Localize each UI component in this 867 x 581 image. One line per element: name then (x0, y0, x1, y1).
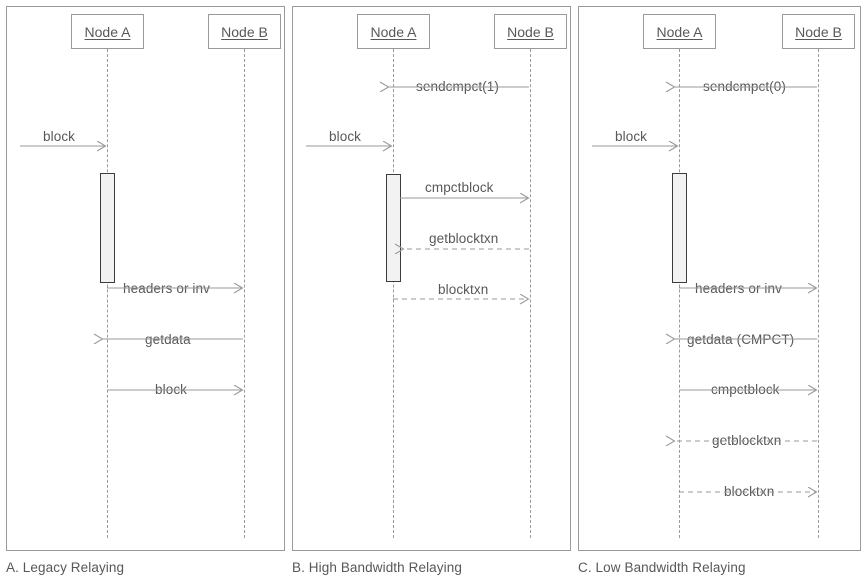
message-label-sendcmpct: sendcmpct(1) (416, 79, 499, 94)
message-label-getblocktxn: getblocktxn (429, 231, 499, 246)
lifeline-node-b (530, 49, 531, 538)
node-label-a: Node A (656, 23, 703, 40)
lifeline-node-a (393, 49, 394, 538)
node-label-a: Node A (84, 23, 131, 40)
lifeline-node-a (679, 49, 680, 538)
panel-legacy-relaying: Node A Node B block headers or inv getda… (6, 6, 285, 551)
node-label-b: Node B (507, 23, 554, 40)
caption-panel-c: C. Low Bandwidth Relaying (578, 560, 746, 575)
node-box-a: Node A (357, 14, 430, 49)
message-label-getblocktxn: getblocktxn (712, 433, 782, 448)
message-label-headers-or-inv: headers or inv (695, 281, 782, 296)
message-label-getdata: getdata (145, 332, 191, 347)
message-label-block-in: block (615, 129, 648, 144)
message-label-headers-or-inv: headers or inv (123, 281, 210, 296)
lifeline-node-b (244, 49, 245, 538)
message-label-block-in: block (43, 129, 76, 144)
lifeline-node-b (818, 49, 819, 538)
message-label-blocktxn: blocktxn (724, 484, 775, 499)
node-box-b: Node B (782, 14, 855, 49)
message-label-cmpctblock: cmpctblock (711, 382, 780, 397)
node-label-b: Node B (221, 23, 268, 40)
caption-panel-a: A. Legacy Relaying (6, 560, 125, 575)
activation-bar-node-a (672, 173, 687, 283)
lifeline-node-a (107, 49, 108, 538)
node-box-a: Node A (643, 14, 716, 49)
panel-high-bandwidth-relaying: Node A Node B sendcmpct(1) block cmpctbl… (292, 6, 571, 551)
message-label-blocktxn: blocktxn (438, 282, 489, 297)
panel-low-bandwidth-relaying: Node A Node B sendcmpct(0) block headers… (578, 6, 861, 551)
message-label-getdata-cmpct: getdata (CMPCT) (687, 332, 795, 347)
activation-bar-node-a (386, 174, 401, 282)
message-label-sendcmpct: sendcmpct(0) (703, 79, 786, 94)
node-box-b: Node B (494, 14, 567, 49)
message-label-cmpctblock: cmpctblock (425, 180, 494, 195)
node-label-a: Node A (370, 23, 417, 40)
message-label-block-out: block (155, 382, 188, 397)
node-box-b: Node B (208, 14, 281, 49)
activation-bar-node-a (100, 173, 115, 283)
node-box-a: Node A (71, 14, 144, 49)
caption-panel-b: B. High Bandwidth Relaying (292, 560, 462, 575)
message-label-block-in: block (329, 129, 362, 144)
node-label-b: Node B (795, 23, 842, 40)
